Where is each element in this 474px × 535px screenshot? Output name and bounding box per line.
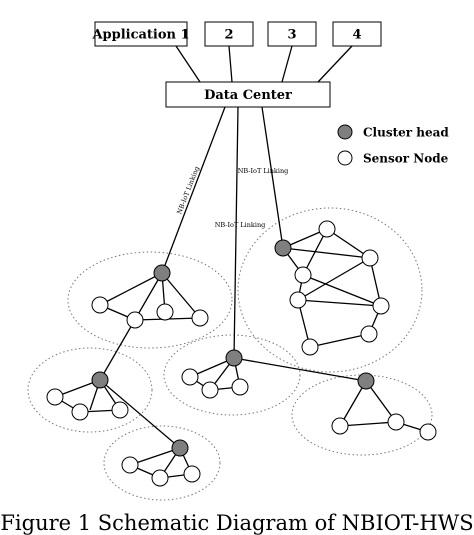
- sensor-node: [387, 413, 405, 431]
- legend-cluster-head-label: Cluster head: [363, 126, 449, 140]
- cluster-upper-left: [91, 264, 209, 329]
- application-label-1: Application 1: [91, 28, 189, 43]
- sensor-node: [231, 378, 249, 396]
- sensor-node: [46, 388, 64, 406]
- app1-link: [175, 45, 201, 83]
- cluster-head-node: [357, 372, 375, 390]
- cluster-bottom: [121, 439, 201, 487]
- sensor-node: [318, 220, 336, 238]
- cluster-outlines: [27, 207, 433, 501]
- sensor-node: [183, 465, 201, 483]
- cluster-head-node: [91, 371, 109, 389]
- sensor-node: [289, 291, 307, 309]
- app2-link: [228, 45, 233, 83]
- application-box-1: Application 1: [91, 21, 190, 47]
- application-box-2: 2: [204, 21, 254, 47]
- link-label-right: NB-IoT Linking: [238, 167, 289, 175]
- cluster-upper-right: [274, 220, 390, 356]
- sensor-node: [191, 309, 209, 327]
- nb-iot-links: [161, 106, 284, 359]
- sensor-node: [121, 456, 139, 474]
- legend: Cluster head Sensor Node: [337, 124, 449, 166]
- sensor-node: [361, 249, 379, 267]
- cluster-outline-upper-left: [67, 251, 233, 349]
- application-box-4: 4: [332, 21, 382, 47]
- application-label-3: 3: [287, 28, 296, 43]
- legend-sensor-node-label: Sensor Node: [363, 152, 449, 166]
- cluster-outline-upper-right: [237, 207, 423, 373]
- sensor-node: [201, 381, 219, 399]
- sensor-node: [126, 311, 144, 329]
- cluster-head-node: [171, 439, 189, 457]
- application-label-2: 2: [224, 28, 233, 43]
- sensor-node: [71, 403, 89, 421]
- sensor-node: [111, 401, 129, 419]
- link-center-to-right: [233, 357, 367, 382]
- cluster-head-node: [153, 264, 171, 282]
- sensor-node: [294, 266, 312, 284]
- data-center-box: Data Center: [165, 81, 331, 108]
- link-center: [233, 106, 239, 359]
- cluster-outline-bottom: [103, 425, 221, 501]
- cluster-left: [46, 371, 129, 421]
- sensor-node: [331, 417, 349, 435]
- cluster-outline-right: [291, 374, 433, 456]
- data-center-label: Data Center: [204, 88, 292, 103]
- link-left-to-bottom: [99, 379, 181, 449]
- cluster-head-node: [225, 349, 243, 367]
- cluster-right: [331, 372, 437, 441]
- application-label-4: 4: [352, 28, 361, 43]
- sensor-node: [372, 297, 390, 315]
- cluster-outline-center: [163, 334, 301, 416]
- sensor-node: [151, 469, 169, 487]
- cluster-center: [181, 349, 249, 399]
- link-label-center: NB-IoT Linking: [215, 221, 266, 229]
- legend-sensor-node-icon: [337, 150, 353, 166]
- app3-link: [281, 45, 293, 83]
- application-links: [175, 45, 353, 83]
- sensor-node: [360, 325, 378, 343]
- legend-cluster-head-icon: [337, 124, 353, 140]
- sensor-node: [156, 303, 174, 321]
- cluster-head-node: [274, 239, 292, 257]
- app4-link: [317, 45, 353, 83]
- link-left: [161, 106, 226, 274]
- cluster-outline-left: [27, 347, 153, 433]
- sensor-node: [419, 423, 437, 441]
- figure-caption: Figure 1 Schematic Diagram of NBIOT-HWS: [0, 511, 473, 535]
- application-box-3: 3: [267, 21, 317, 47]
- link-right: [261, 106, 284, 249]
- sensor-node: [181, 368, 199, 386]
- sensor-node: [301, 338, 319, 356]
- sensor-node: [91, 296, 109, 314]
- link-label-left: NB-IoT Linking: [175, 165, 201, 215]
